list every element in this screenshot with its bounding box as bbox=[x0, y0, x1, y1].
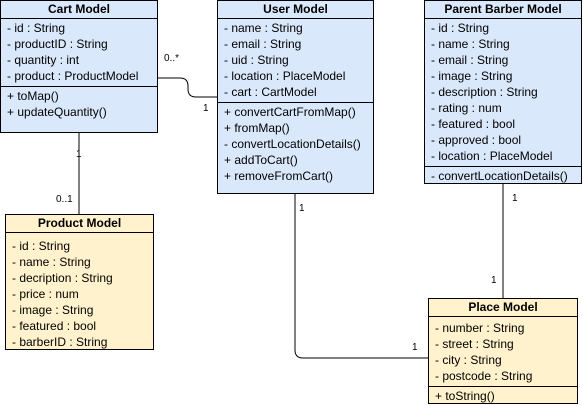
attribute: - postcode : String bbox=[435, 369, 533, 383]
method-section: + toString() bbox=[429, 386, 577, 406]
attribute: - rating : num bbox=[431, 101, 502, 115]
method-section: - convertLocationDetails() bbox=[425, 166, 581, 186]
attribute-section: - number : String - street : String - ci… bbox=[429, 317, 577, 386]
attribute-section: - name : String - email : String - uid :… bbox=[218, 19, 373, 102]
attribute: - name : String bbox=[224, 21, 303, 35]
attribute: - id : String bbox=[12, 239, 71, 253]
attribute: - number : String bbox=[435, 321, 525, 335]
attribute: - location : PlaceModel bbox=[224, 69, 346, 83]
attribute: - name : String bbox=[12, 255, 91, 269]
attribute: - uid : String bbox=[224, 53, 289, 67]
attribute: - featured : bool bbox=[12, 319, 97, 333]
attribute-section: - id : String - productID : String - qua… bbox=[1, 19, 157, 86]
multiplicity-label: 0..1 bbox=[56, 194, 73, 205]
attribute: - id : String bbox=[431, 21, 490, 35]
user-model-class[interactable]: User Model - name : String - email : Str… bbox=[217, 0, 374, 194]
multiplicity-label: 1 bbox=[491, 275, 497, 286]
method: + removeFromCart() bbox=[224, 169, 334, 183]
attribute: - id : String bbox=[7, 21, 66, 35]
attribute: - featured : bool bbox=[431, 117, 516, 131]
user-place-association bbox=[294, 194, 428, 359]
attribute: - productID : String bbox=[7, 37, 108, 51]
attribute: - decription : String bbox=[12, 271, 113, 285]
cart-model-class[interactable]: Cart Model - id : String - productID : S… bbox=[0, 0, 158, 133]
attribute: - cart : CartModel bbox=[224, 85, 317, 99]
cart-user-association bbox=[158, 77, 217, 98]
attribute: - product : ProductModel bbox=[7, 69, 139, 83]
multiplicity-label: 0..* bbox=[164, 53, 180, 64]
attribute: - city : String bbox=[435, 353, 502, 367]
attribute: - street : String bbox=[435, 337, 514, 351]
method: + addToCart() bbox=[224, 153, 298, 167]
attribute: - barberID : String bbox=[12, 335, 108, 349]
class-title: Cart Model bbox=[1, 1, 157, 19]
multiplicity-label: 1 bbox=[412, 342, 418, 353]
place-model-class[interactable]: Place Model - number : String - street :… bbox=[428, 298, 578, 404]
attribute: - price : num bbox=[12, 287, 79, 301]
method-section: + toMap() + updateQuantity() bbox=[1, 86, 157, 122]
attribute-section: - id : String - name : String - decripti… bbox=[6, 233, 153, 352]
attribute: - approved : bool bbox=[431, 133, 522, 147]
multiplicity-label: 1 bbox=[203, 103, 209, 114]
multiplicity-label: 1 bbox=[76, 149, 82, 160]
method: - convertLocationDetails() bbox=[431, 169, 568, 183]
class-title: Place Model bbox=[429, 299, 577, 317]
attribute: - image : String bbox=[431, 69, 513, 83]
multiplicity-label: 1 bbox=[512, 193, 518, 204]
method: + toString() bbox=[435, 389, 495, 403]
method: - convertLocationDetails() bbox=[224, 137, 361, 151]
method: + toMap() bbox=[7, 89, 59, 103]
multiplicity-label: 1 bbox=[299, 203, 305, 214]
product-model-class[interactable]: Product Model - id : String - name : Str… bbox=[5, 214, 154, 350]
class-title: User Model bbox=[218, 1, 373, 19]
method-section: + convertCartFromMap() + fromMap() - con… bbox=[218, 102, 373, 186]
attribute: - image : String bbox=[12, 303, 94, 317]
attribute: - quantity : int bbox=[7, 53, 80, 67]
parent-barber-model-class[interactable]: Parent Barber Model - id : String - name… bbox=[424, 0, 582, 184]
method: + fromMap() bbox=[224, 121, 290, 135]
attribute: - location : PlaceModel bbox=[431, 149, 553, 163]
attribute: - email : String bbox=[431, 53, 509, 67]
attribute-section: - id : String - name : String - email : … bbox=[425, 19, 581, 166]
method: + convertCartFromMap() bbox=[224, 105, 356, 119]
method: + updateQuantity() bbox=[7, 105, 107, 119]
attribute: - description : String bbox=[431, 85, 538, 99]
class-title: Product Model bbox=[6, 215, 153, 233]
attribute: - name : String bbox=[431, 37, 510, 51]
class-title: Parent Barber Model bbox=[425, 1, 581, 19]
attribute: - email : String bbox=[224, 37, 302, 51]
